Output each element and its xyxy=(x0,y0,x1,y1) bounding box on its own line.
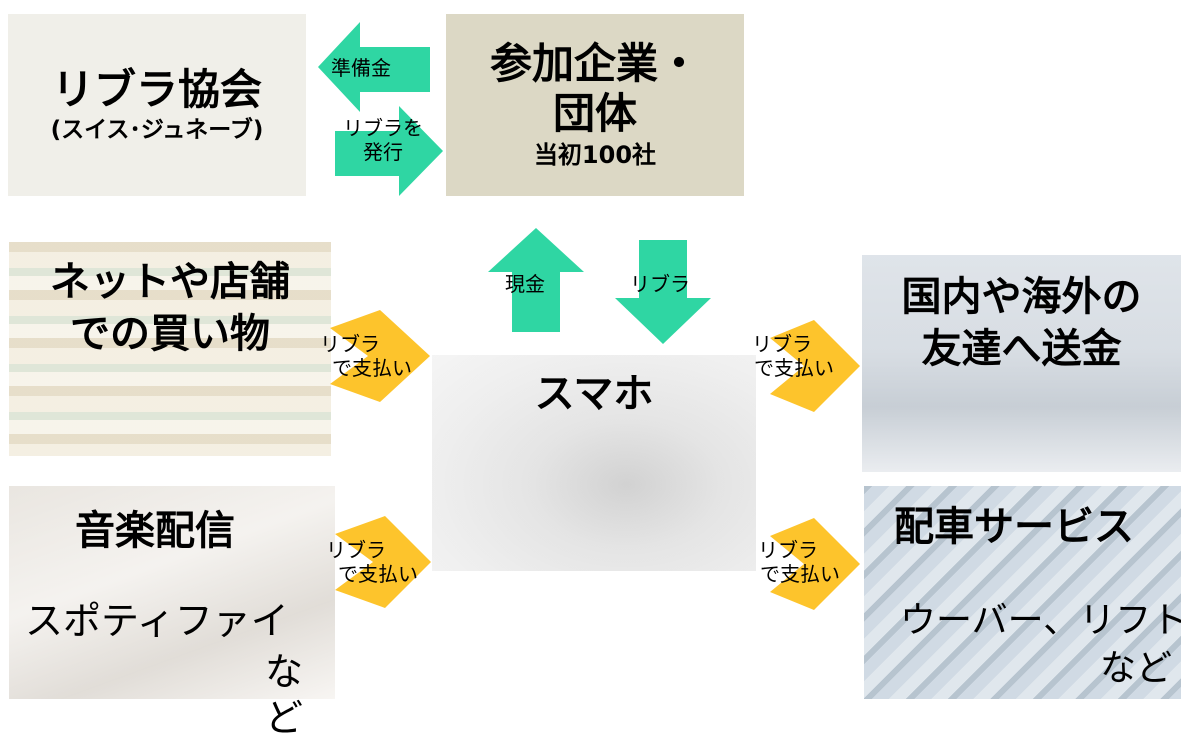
music-example: スポティファイ xyxy=(25,599,289,643)
payment-label-music-line2: で支払い xyxy=(338,562,418,586)
remittance-title-line2: 友達へ送金 xyxy=(921,326,1122,372)
payment-label-shopping-line2: で支払い xyxy=(332,356,412,380)
issue-label-line2: 発行 xyxy=(363,140,403,164)
cash-arrow-up xyxy=(488,228,584,332)
shopping-title: ネットや店舗 での買い物 xyxy=(9,256,331,360)
payment-label-remittance-line2: で支払い xyxy=(754,356,834,380)
smartphone-box: スマホ xyxy=(432,355,756,571)
smartphone-title: スマホ xyxy=(534,371,654,417)
payment-label-shopping: リブラ で支払い xyxy=(320,332,430,380)
ride-hailing-title: 配車サービス xyxy=(894,504,1134,550)
libra-association-box: リブラ協会 (スイス･ジュネーブ) xyxy=(8,14,306,196)
payment-label-ride-hailing-line1: リブラ xyxy=(758,538,818,562)
issue-label: リブラを 発行 xyxy=(338,116,428,164)
remittance-box: 国内や海外の 友達へ送金 xyxy=(862,255,1181,472)
payment-arrow-music xyxy=(335,516,431,608)
payment-arrow-ride-hailing xyxy=(770,518,860,610)
participating-companies-box: 参加企業・ 団体 当初100社 xyxy=(446,14,744,196)
payment-label-ride-hailing-line2: で支払い xyxy=(760,562,840,586)
payment-label-ride-hailing: リブラ で支払い xyxy=(758,538,868,586)
issue-arrow-right xyxy=(335,106,443,196)
music-title: 音楽配信 xyxy=(75,508,235,554)
libra-association-location: (スイス･ジュネーブ) xyxy=(50,117,264,143)
shopping-title-line2: での買い物 xyxy=(70,311,270,357)
payment-label-shopping-line1: リブラ xyxy=(320,332,380,356)
payment-label-music: リブラ で支払い xyxy=(326,538,436,586)
companies-initial-count: 当初100社 xyxy=(533,141,657,169)
ride-hailing-box: 配車サービス ウーバー、リフト など xyxy=(864,486,1181,699)
companies-title-line2: 団体 xyxy=(552,89,637,138)
libra-arrow-down xyxy=(615,240,711,344)
payment-label-remittance-line1: リブラ xyxy=(752,332,812,356)
libra-label: リブラ xyxy=(630,272,690,296)
payment-arrow-remittance xyxy=(770,320,860,412)
ride-hailing-example: ウーバー、リフト xyxy=(900,600,1181,641)
remittance-title: 国内や海外の 友達へ送金 xyxy=(862,271,1181,375)
ride-hailing-etc: など xyxy=(1100,648,1173,689)
remittance-title-line1: 国内や海外の xyxy=(901,274,1142,320)
payment-label-music-line1: リブラ xyxy=(326,538,386,562)
shopping-title-line1: ネットや店舗 xyxy=(50,259,290,305)
online-store-shopping-box: ネットや店舗 での買い物 xyxy=(9,242,331,456)
companies-title-line1: 参加企業・ xyxy=(489,39,700,88)
reserve-arrow-left xyxy=(318,22,430,112)
music-etc: など xyxy=(265,650,304,740)
reserve-label: 準備金 xyxy=(331,56,391,80)
payment-label-remittance: リブラ で支払い xyxy=(752,332,862,380)
music-streaming-box: 音楽配信 スポティファイ など xyxy=(9,486,335,740)
payment-arrow-shopping xyxy=(330,310,430,402)
cash-label: 現金 xyxy=(505,272,545,296)
issue-label-line1: リブラを xyxy=(343,116,423,140)
libra-association-title: リブラ協会 xyxy=(51,65,262,114)
